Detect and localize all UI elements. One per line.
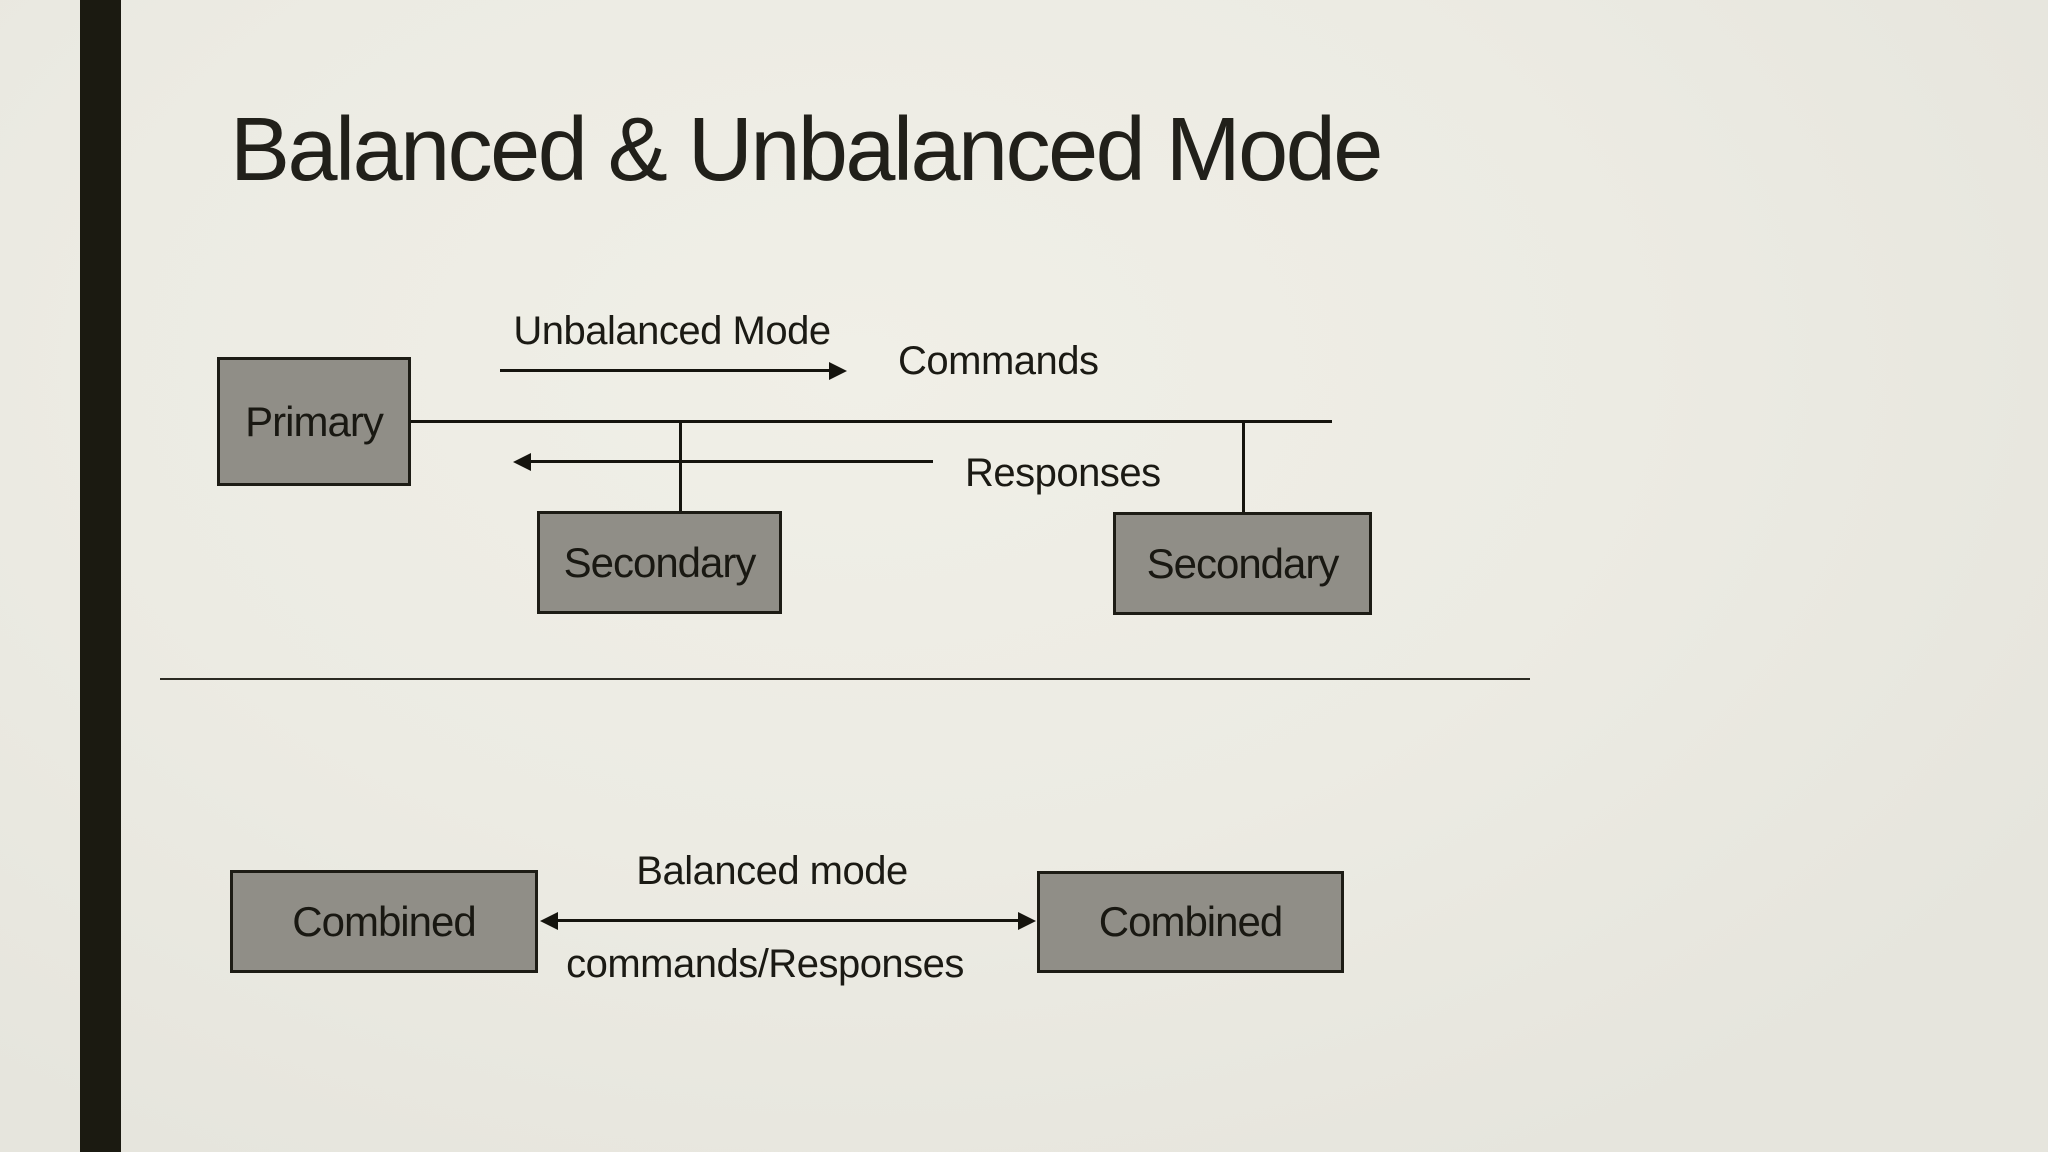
secondary-left-box: Secondary <box>537 511 782 614</box>
commands-responses-label: commands/Responses <box>566 942 964 986</box>
commands-arrow-right-icon <box>829 362 847 380</box>
responses-arrow-line <box>529 460 933 463</box>
secondary-right-drop-line <box>1242 421 1245 514</box>
balanced-mode-label: Balanced mode <box>636 849 908 893</box>
balanced-arrow-left-icon <box>540 912 558 930</box>
commands-arrow-line <box>500 369 831 372</box>
secondary-right-box: Secondary <box>1113 512 1372 615</box>
unbalanced-mode-label: Unbalanced Mode <box>513 309 831 353</box>
commands-label: Commands <box>898 339 1099 383</box>
combined-left-box: Combined <box>230 870 538 973</box>
combined-right-box: Combined <box>1037 871 1344 973</box>
responses-label: Responses <box>965 451 1161 495</box>
slide-title: Balanced & Unbalanced Mode <box>230 100 1383 200</box>
primary-box-label: Primary <box>245 397 384 445</box>
secondary-left-box-label: Secondary <box>563 538 757 586</box>
balanced-arrow-right-icon <box>1018 912 1036 930</box>
primary-box: Primary <box>217 357 411 486</box>
section-divider-line <box>160 678 1530 680</box>
balanced-arrow-line <box>556 919 1020 922</box>
responses-arrow-left-icon <box>513 453 531 471</box>
combined-right-box-label: Combined <box>1098 898 1283 945</box>
secondary-left-drop-line <box>679 421 682 513</box>
bus-line <box>411 420 1332 423</box>
secondary-right-box-label: Secondary <box>1146 539 1340 587</box>
accent-bar <box>80 0 121 1152</box>
combined-left-box-label: Combined <box>292 897 476 945</box>
